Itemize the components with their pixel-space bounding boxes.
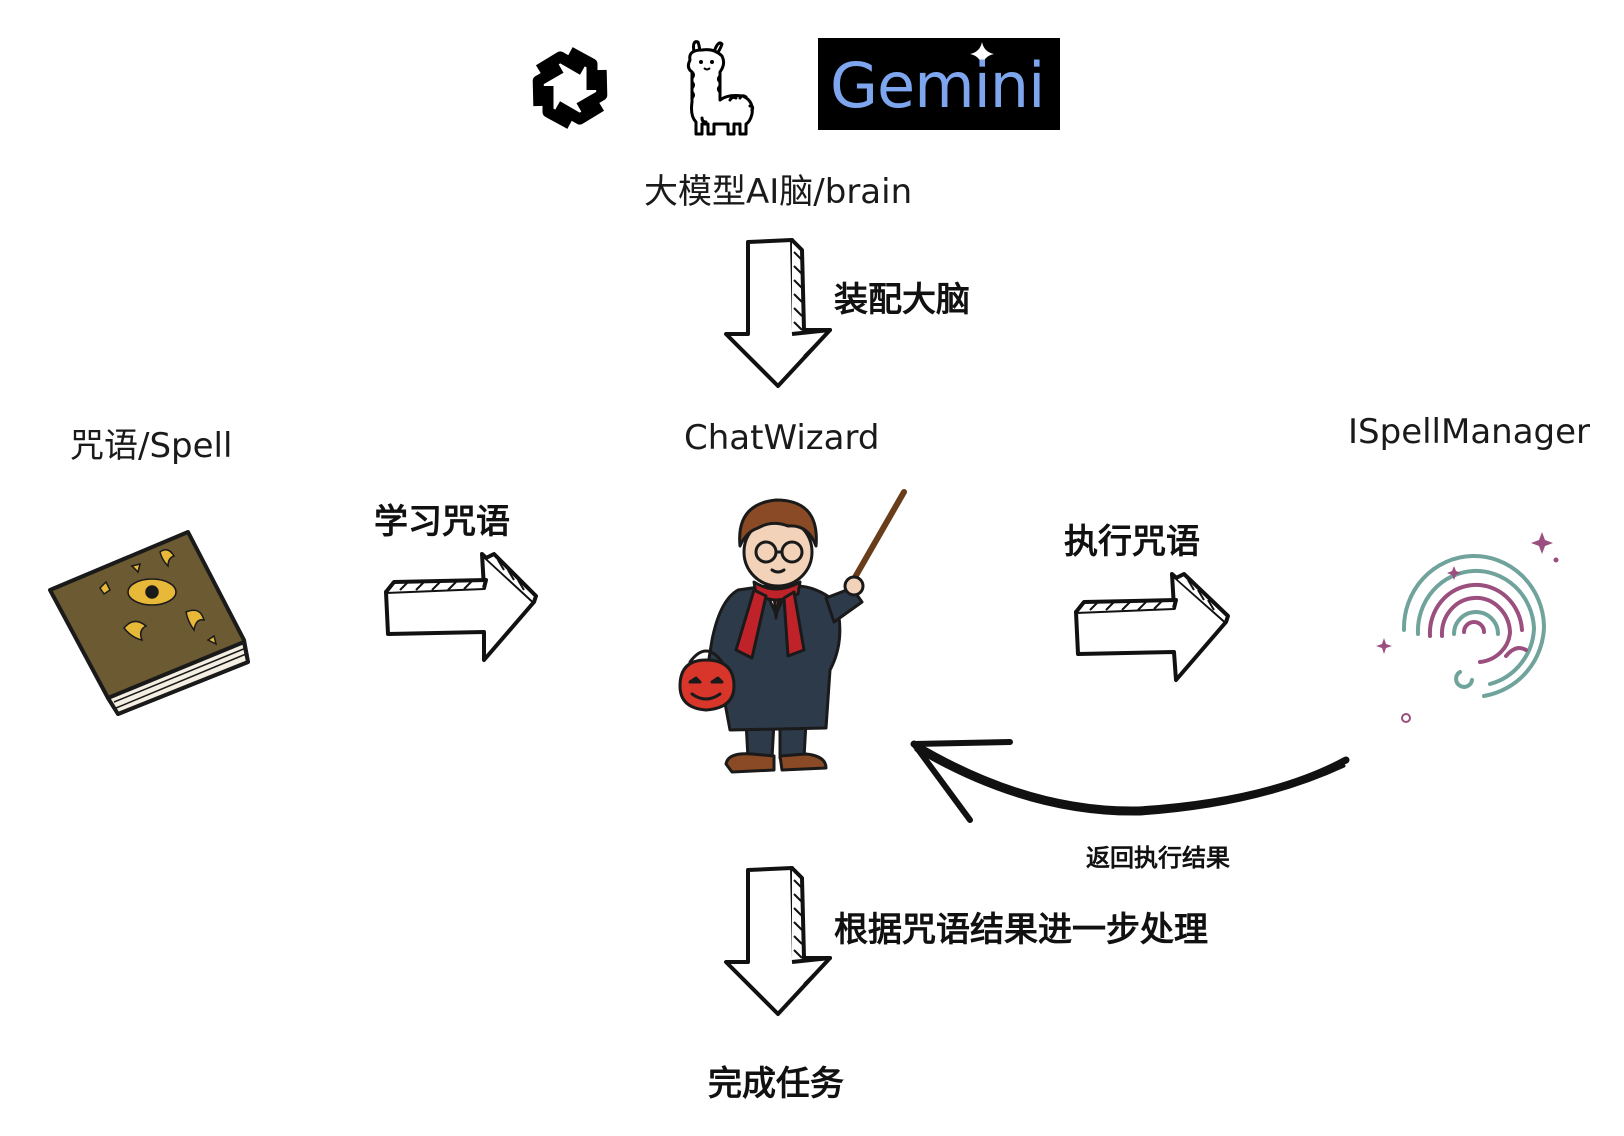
gemini-sparkle-icon: [970, 42, 994, 66]
spell-book-illustration: [48, 530, 260, 716]
openai-logo: [520, 38, 620, 138]
gemini-wordmark: Gemini: [830, 49, 1045, 122]
spiral-icon: [1376, 532, 1559, 723]
wizard-label: ChatWizard: [684, 418, 880, 458]
execute-spell-label: 执行咒语: [1064, 522, 1200, 562]
spell-book-icon: [48, 530, 250, 716]
llama-icon: [686, 40, 755, 136]
return-result-label: 返回执行结果: [1086, 844, 1230, 872]
equip-brain-label: 装配大脑: [834, 280, 970, 320]
right-arrow-learn: [382, 552, 538, 664]
chat-wizard-illustration: [676, 489, 912, 780]
complete-task-label: 完成任务: [708, 1064, 844, 1104]
manager-label: ISpellManager: [1348, 412, 1591, 452]
llama-logo: [680, 38, 760, 138]
gemini-logo: Gemini: [818, 38, 1060, 130]
spell-label: 咒语/Spell: [70, 426, 233, 466]
openai-knot-icon: [532, 47, 608, 129]
brain-label: 大模型AI脑/brain: [644, 172, 913, 212]
down-arrow-equip: [722, 238, 842, 390]
curved-return-arrow-icon: [910, 739, 1350, 823]
return-arrow: [908, 736, 1352, 826]
down-arrow-icon-2: [724, 866, 832, 1016]
right-arrow-icon: [384, 552, 538, 662]
spell-manager-spiral: [1374, 530, 1574, 730]
down-arrow-icon: [724, 238, 832, 388]
down-arrow-process: [722, 866, 842, 1018]
right-arrow-icon-2: [1074, 572, 1230, 682]
process-result-label: 根据咒语结果进一步处理: [834, 910, 1208, 950]
wizard-icon: [678, 489, 907, 774]
learn-spell-label: 学习咒语: [374, 502, 510, 542]
right-arrow-execute: [1072, 572, 1230, 684]
